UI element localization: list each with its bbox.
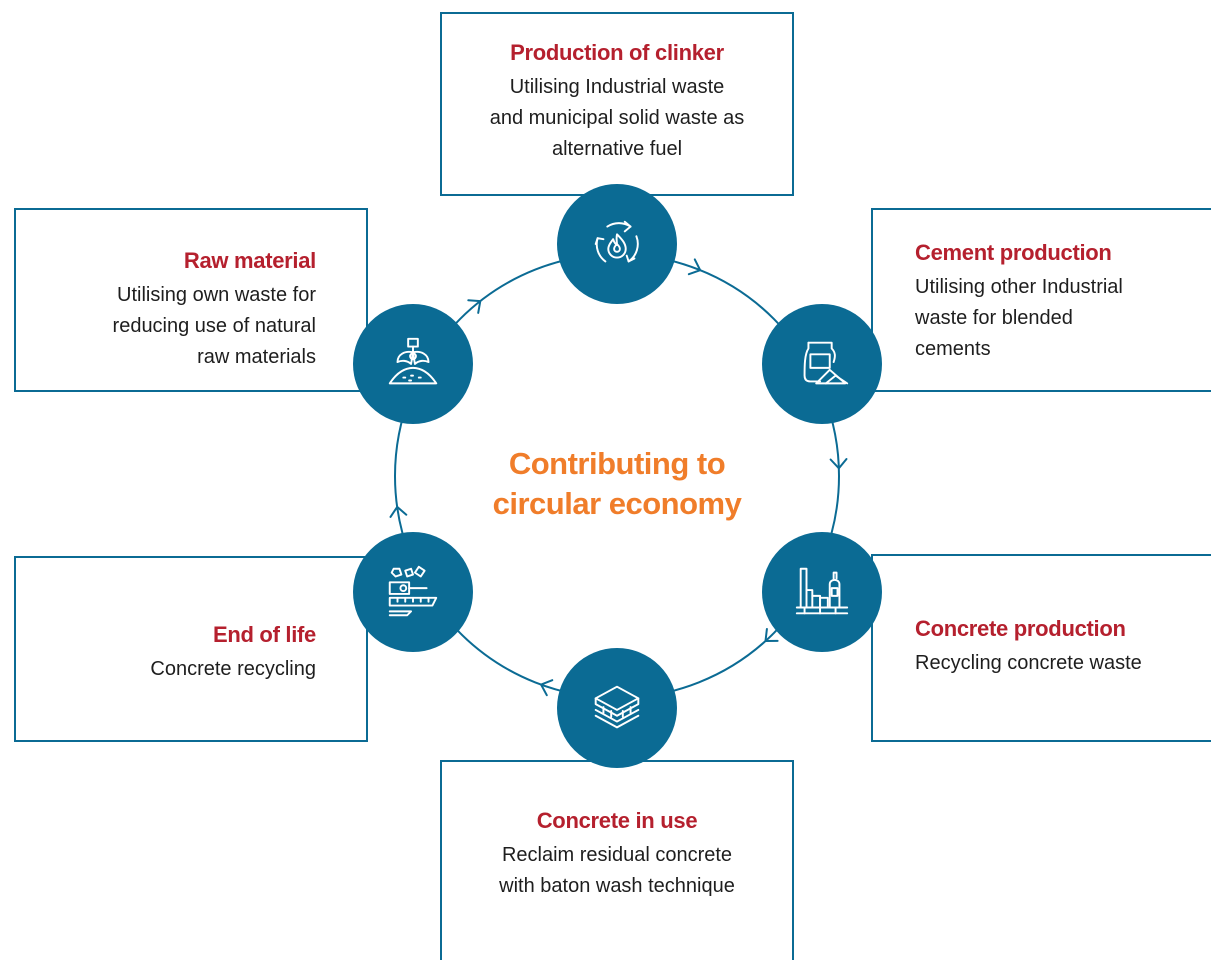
cement-bag-icon — [762, 304, 882, 424]
stage-title-concrete-in-use: Concrete in use — [536, 808, 698, 833]
desc-line: Reclaim residual concrete — [501, 844, 733, 866]
flow-arrow — [829, 458, 848, 470]
stage-desc-raw-material: Utilising own waste for reducing use of … — [26, 280, 316, 373]
concrete-plant-icon — [762, 532, 882, 652]
desc-line: raw materials — [197, 346, 316, 368]
desc-line: reducing use of natural — [112, 315, 316, 337]
desc-line: Utilising own waste for — [117, 284, 316, 306]
excavator-pile-icon — [353, 304, 473, 424]
center-title: Contributing to circular economy — [440, 444, 794, 524]
crusher-conveyor-icon — [353, 532, 473, 652]
stage-box-end-of-life: End of life Concrete recycling — [14, 556, 368, 742]
desc-line: Recycling concrete waste — [915, 652, 1142, 674]
desc-line: and municipal solid waste as — [489, 107, 745, 129]
stage-desc-clinker: Utilising Industrial waste and municipal… — [442, 72, 792, 165]
recycle-flame-icon — [557, 184, 677, 304]
desc-line: alternative fuel — [551, 138, 683, 160]
stage-title-clinker: Production of clinker — [510, 40, 724, 65]
stage-box-concrete-in-use: Concrete in use Reclaim residual concret… — [440, 760, 794, 960]
desc-line: Utilising Industrial waste — [509, 76, 725, 98]
stage-box-concrete-production: Concrete production Recycling concrete w… — [871, 554, 1211, 742]
center-title-line: circular economy — [492, 486, 742, 521]
stage-desc-concrete-in-use: Reclaim residual concrete with baton was… — [442, 840, 792, 902]
desc-line: waste for blended — [915, 307, 1073, 329]
stage-desc-cement: Utilising other Industrial waste for ble… — [915, 272, 1211, 365]
flow-arrow — [687, 258, 702, 276]
stage-title-concrete-production: Concrete production — [915, 616, 1126, 641]
stage-box-clinker: Production of clinker Utilising Industri… — [440, 12, 794, 196]
stage-box-raw-material: Raw material Utilising own waste for red… — [14, 208, 368, 392]
stage-box-cement: Cement production Utilising other Indust… — [871, 208, 1211, 392]
desc-line: with baton wash technique — [499, 875, 735, 897]
desc-line: Concrete recycling — [150, 658, 316, 680]
flow-arrow — [389, 505, 408, 518]
desc-line: Utilising other Industrial — [915, 276, 1123, 298]
stage-title-end-of-life: End of life — [212, 622, 316, 647]
stage-desc-concrete-production: Recycling concrete waste — [915, 648, 1211, 679]
center-title-line: Contributing to — [508, 446, 726, 481]
desc-line: cements — [915, 338, 991, 360]
flow-arrow — [764, 628, 779, 642]
flow-arrow — [540, 679, 554, 697]
concrete-layers-icon — [557, 648, 677, 768]
stage-title-cement: Cement production — [915, 240, 1112, 265]
flow-arrow — [467, 299, 482, 314]
stage-title-raw-material: Raw material — [183, 248, 316, 273]
stage-desc-end-of-life: Concrete recycling — [26, 654, 316, 685]
